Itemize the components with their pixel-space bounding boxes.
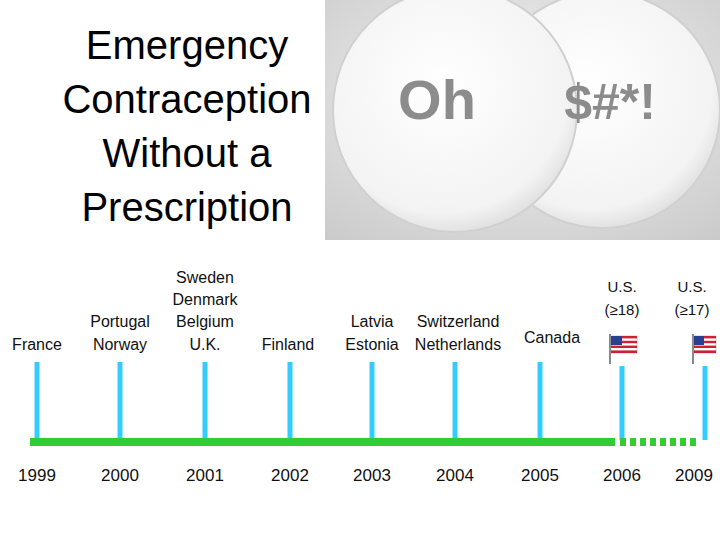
pill-engraving: Oh (398, 58, 476, 142)
country-name: U.S. (≥17) (669, 275, 715, 321)
pill (333, 0, 577, 232)
country-name: Belgium (176, 310, 234, 334)
country-name: U.K. (189, 333, 220, 357)
us-flag (693, 334, 716, 364)
timeline-bar (30, 438, 615, 446)
year-label: 2009 (675, 463, 713, 489)
slide-title: Emergency Contraception Without a Prescr… (42, 18, 332, 234)
year-label: 2002 (271, 463, 309, 489)
year-label: 2004 (436, 463, 474, 489)
us-flag (610, 334, 637, 364)
country-name: Canada (524, 326, 580, 350)
country-name: U.S. (≥18) (596, 275, 648, 321)
country-name: Netherlands (415, 333, 501, 357)
year-label: 2000 (101, 463, 139, 489)
country-name: Finland (262, 333, 314, 357)
country-name: Sweden (176, 266, 234, 290)
year-label: 2003 (353, 463, 391, 489)
country-name: Switzerland (417, 310, 500, 334)
year-label: 1999 (18, 463, 56, 489)
country-name: Estonia (345, 333, 398, 357)
country-name: Portugal (90, 310, 150, 334)
country-name: Denmark (173, 288, 238, 312)
country-name: Latvia (351, 310, 394, 334)
year-label: 2001 (186, 463, 224, 489)
year-label: 2006 (603, 463, 641, 489)
country-name: France (12, 333, 62, 357)
timeline-dotted (620, 438, 698, 446)
pill-engraving: $#*! (564, 65, 656, 140)
year-ticks (37, 362, 705, 440)
country-name: Norway (93, 333, 147, 357)
year-label: 2005 (521, 463, 559, 489)
